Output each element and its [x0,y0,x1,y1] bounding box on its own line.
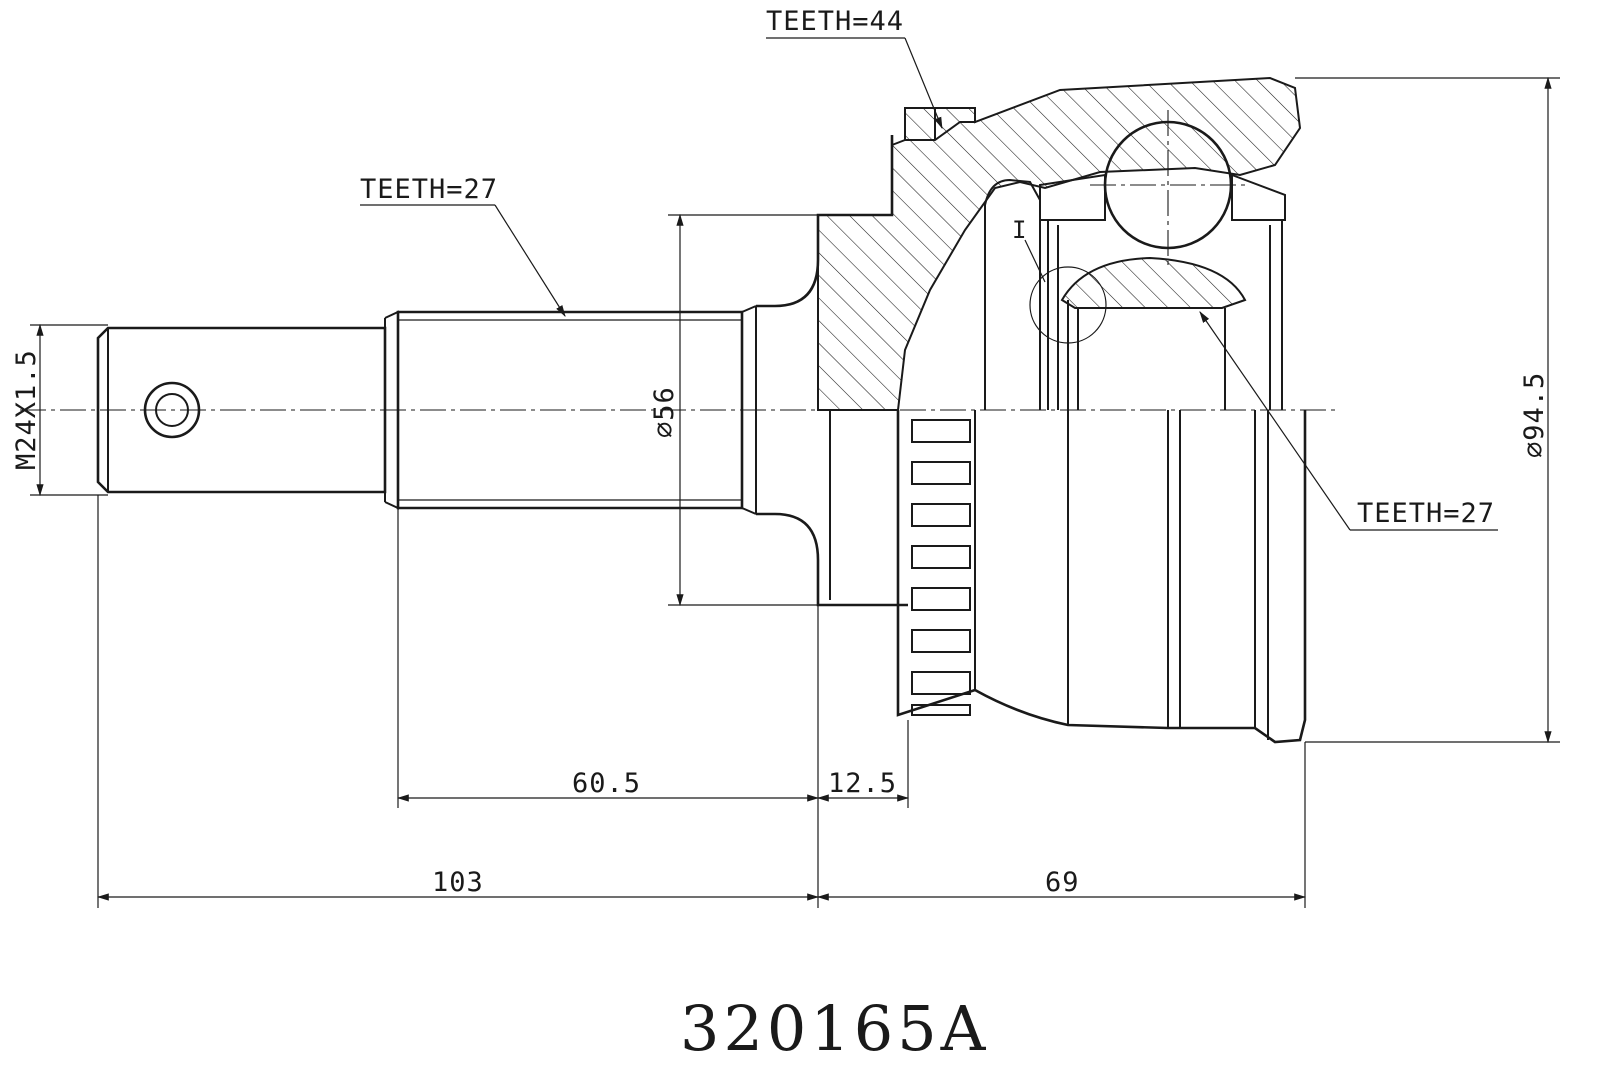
inner-race [984,178,1283,410]
label-detail-i: I [1012,216,1026,244]
label-diameter-56: ⌀56 [649,386,680,438]
dim-diameter-56: ⌀56 [649,213,818,607]
leader-teeth-44: TEETH=44 [766,6,943,130]
label-teeth-27-shaft: TEETH=27 [360,174,498,205]
leader-teeth-27-shaft: TEETH=27 [360,174,566,318]
leader-teeth-27-inner: TEETH=27 [1199,311,1498,531]
dim-103: 103 [96,867,820,901]
label-dim-12-5: 12.5 [828,768,897,799]
label-teeth-44: TEETH=44 [766,6,904,37]
detail-circle [1029,266,1107,344]
extension-lines [97,495,1306,908]
dim-60-5: 60.5 [396,768,820,802]
abs-ring-teeth [911,419,971,716]
spline-shaft [396,135,908,607]
dim-thread: M24X1.5 [11,323,108,497]
dim-diameter-94-5: ⌀94.5 [1295,76,1560,744]
dim-69: 69 [816,867,1307,901]
label-thread: M24X1.5 [11,349,42,470]
label-teeth-27-inner: TEETH=27 [1357,498,1495,529]
housing-exterior [829,410,1307,744]
cotter-hole [143,381,201,439]
label-dim-103: 103 [432,867,484,898]
dim-12-5: 12.5 [816,768,910,802]
part-number: 320165A [680,992,989,1065]
label-dim-60-5: 60.5 [572,768,641,799]
label-dim-69: 69 [1045,867,1080,898]
label-diameter-94-5: ⌀94.5 [1519,372,1550,458]
